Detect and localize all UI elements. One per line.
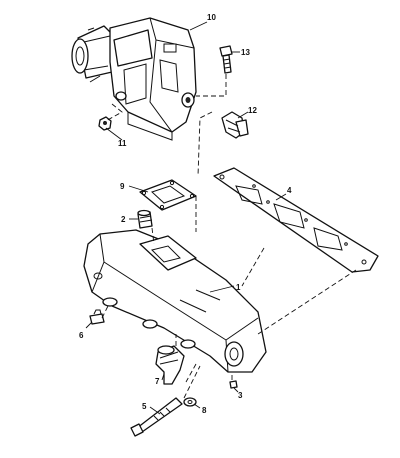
callout-labels: 10 13 12 11 9 2 4 1 6 7 3 5 8	[79, 13, 292, 415]
callout-8: 8	[202, 406, 207, 415]
part-elbow-fitting-7	[155, 345, 185, 385]
callout-12: 12	[248, 106, 257, 115]
callout-5: 5	[142, 402, 147, 411]
assembly-lines	[101, 74, 357, 399]
callout-1: 1	[236, 283, 241, 292]
part-bolt-13	[219, 45, 233, 74]
callout-7: 7	[155, 377, 160, 386]
callout-2: 2	[121, 215, 126, 224]
part-long-bolt-5	[130, 397, 183, 437]
callout-9: 9	[120, 182, 125, 191]
callout-6: 6	[79, 331, 84, 340]
part-washer-8	[183, 397, 197, 407]
callout-3: 3	[238, 391, 243, 400]
part-gasket-9	[139, 179, 197, 211]
part-plug-2	[137, 209, 153, 229]
leader-lines	[85, 21, 287, 415]
part-manifold-gasket-4	[213, 167, 379, 273]
part-screw-3	[229, 380, 238, 389]
part-exhaust-manifold-1	[83, 229, 267, 373]
callout-11: 11	[118, 139, 127, 148]
part-clip-6	[89, 309, 105, 325]
callout-10: 10	[207, 13, 216, 22]
part-elbow-riser	[71, 17, 197, 141]
part-fitting-12	[221, 111, 249, 139]
callout-13: 13	[241, 48, 250, 57]
callout-4: 4	[287, 186, 292, 195]
